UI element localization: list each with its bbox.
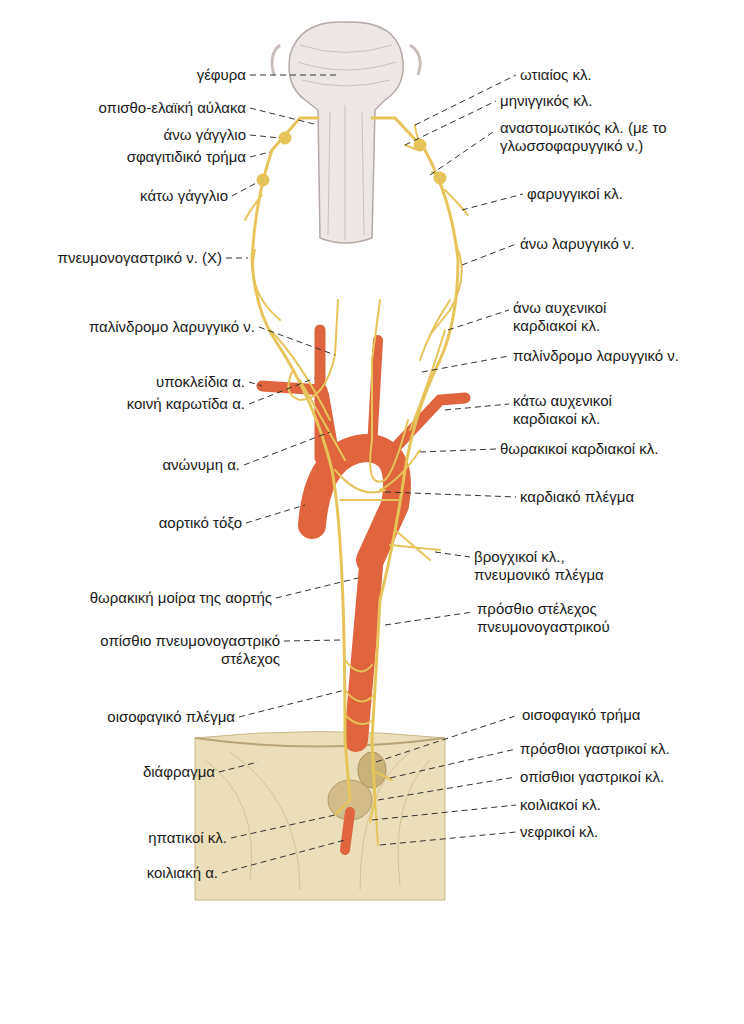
leader-lines [219,75,523,873]
brainstem [272,22,420,243]
part-label: άνω γάγγλιο [164,126,246,144]
part-label: φαρυγγικοί κλ. [527,185,623,203]
part-label: γέφυρα [197,66,246,84]
part-label: πνευμονογαστρικό ν. (X) [58,249,222,267]
part-label: αναστομωτικός κλ. (με το γλωσσοφαρυγγικό… [500,119,732,155]
part-label: βρογχικοί κλ., πνευμονικό πλέγμα [474,548,644,584]
part-label: οπισθο-ελαϊκή αύλακα [98,99,246,117]
diaphragm [195,732,445,901]
part-label: σφαγιτιδικό τρήμα [127,148,246,166]
part-label: πρόσθιο στέλεχος πνευμονογαστρικού [477,600,657,636]
part-label: θωρακικοί καρδιακοί κλ. [500,440,658,458]
part-label: ηπατικοί κλ. [148,829,227,847]
part-label: διάφραγμα [143,763,215,781]
part-label: άνω λαρυγγικό ν. [520,235,635,253]
part-label: παλίνδρομο λαρυγγικό ν. [513,347,679,365]
vagus-nerves [245,118,468,845]
part-label: οπίσθιο πνευμονογαστρικό στέλεχος [80,632,280,668]
part-label: μηνιγγικός κλ. [500,92,592,110]
part-label: κοιλιακή α. [147,864,218,882]
part-label: άνω αυχενικοί καρδιακοί κλ. [513,299,643,335]
arteries [262,330,465,850]
part-label: οισοφαγικό πλέγμα [107,708,235,726]
part-label: οπίσθιοι γαστρικοί κλ. [520,768,664,786]
part-label: νεφρικοί κλ. [520,823,598,841]
part-label: οισοφαγικό τρήμα [522,706,640,724]
part-label: κοιλιακοί κλ. [520,796,601,814]
part-label: θωρακική μοίρα της αορτής [90,589,272,607]
part-label: πρόσθιοι γαστρικοί κλ. [520,740,670,758]
part-label: κοινή καρωτίδα α. [127,395,245,413]
part-label: κάτω γάγγλιο [140,187,228,205]
part-label: ωτιαίος κλ. [520,66,592,84]
part-label: παλίνδρομο λαρυγγικό ν. [89,318,255,336]
part-label: αορτικό τόξο [159,514,242,532]
part-label: ανώνυμη α. [162,456,240,474]
part-label: υποκλείδια α. [156,373,245,391]
part-label: καρδιακό πλέγμα [520,488,634,506]
part-label: κάτω αυχενικοί καρδιακοί κλ. [513,392,643,428]
